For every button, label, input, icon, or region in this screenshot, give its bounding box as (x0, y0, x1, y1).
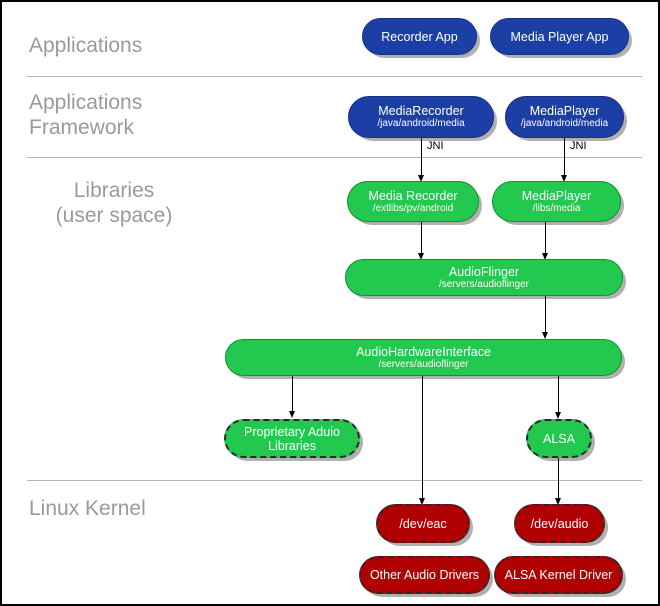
node-mediaplayer-lib-path: /libs/media (532, 202, 581, 214)
node-dev-eac-title: /dev/eac (399, 516, 447, 531)
node-media-recorder-lib-title: Media Recorder (368, 188, 458, 203)
node-other-audio-drivers-title: Other Audio Drivers (369, 568, 480, 582)
node-alsa-kernel-driver-title: ALSA Kernel Driver (504, 568, 613, 582)
edge-line-audioflinger-to-ahi (545, 296, 546, 334)
divider-libraries (27, 480, 642, 481)
edge-arrow-mediarecorder-jni (418, 175, 424, 182)
divider-applications (27, 76, 642, 77)
node-other-audio-drivers[interactable]: Other Audio Drivers (359, 556, 490, 594)
node-alsa-kernel-driver[interactable]: ALSA Kernel Driver (494, 556, 623, 594)
node-mediaplayer-framework[interactable]: MediaPlayer /java/android/media (505, 96, 624, 138)
node-media-player-app-title: Media Player App (510, 29, 609, 44)
node-dev-audio-title: /dev/audio (530, 516, 589, 531)
node-alsa-title: ALSA (543, 431, 575, 446)
node-recorder-app[interactable]: Recorder App (362, 18, 477, 55)
node-proprietary-audio-libs-title: Proprietary Aduio Libraries (244, 424, 340, 453)
edge-line-alsa-to-dev-audio (558, 458, 559, 500)
layer-label-applications: Applications (29, 34, 143, 57)
node-proprietary-audio-libs[interactable]: Proprietary Aduio Libraries (224, 419, 360, 458)
edge-line-media-recorder-lib-to-audioflinger (421, 222, 422, 255)
node-audioflinger-title: AudioFlinger (448, 264, 520, 279)
node-audioflinger[interactable]: AudioFlinger /servers/audioflinger (345, 259, 623, 296)
node-recorder-app-title: Recorder App (381, 29, 458, 44)
edge-arrow-ahi-to-dev-eac (419, 498, 425, 505)
node-alsa[interactable]: ALSA (526, 419, 592, 458)
edge-arrow-ahi-to-alsa (555, 412, 561, 419)
layer-label-libraries: Libraries (user space) (55, 179, 173, 227)
node-audiohardwareinterface-title: AudioHardwareInterface (356, 344, 491, 359)
layer-label-applications-framework: Applications Framework (29, 91, 143, 139)
edge-arrow-mediaplayer-jni (561, 175, 567, 182)
node-mediaplayer-framework-title: MediaPlayer (529, 104, 600, 119)
node-media-recorder-lib[interactable]: Media Recorder /extlibs/pv/android (347, 181, 479, 222)
node-audiohardwareinterface-path: /servers/audioflinger (378, 358, 469, 370)
edge-label-mediaplayer-jni: JNI (570, 140, 587, 152)
edge-line-mediaplayer-jni (564, 138, 565, 177)
node-mediaplayer-lib[interactable]: MediaPlayer /libs/media (492, 181, 621, 222)
node-mediarecorder-framework[interactable]: MediaRecorder /java/android/media (348, 96, 494, 138)
node-dev-audio[interactable]: /dev/audio (514, 504, 605, 543)
node-audioflinger-path: /servers/audioflinger (438, 278, 530, 290)
edge-line-mediarecorder-jni (421, 138, 422, 177)
edge-arrow-mediaplayer-lib-to-audioflinger (542, 253, 548, 260)
node-dev-eac[interactable]: /dev/eac (376, 504, 470, 543)
edge-line-ahi-to-proprietary (292, 376, 293, 413)
edge-line-ahi-to-dev-eac (422, 376, 423, 500)
node-media-recorder-lib-path: /extlibs/pv/android (372, 202, 454, 214)
edge-line-ahi-to-alsa (558, 376, 559, 414)
edge-label-mediarecorder-jni: JNI (427, 140, 444, 152)
edge-arrow-alsa-to-dev-audio (555, 498, 561, 505)
node-audiohardwareinterface[interactable]: AudioHardwareInterface /servers/audiofli… (225, 339, 622, 376)
node-mediaplayer-lib-title: MediaPlayer (521, 188, 592, 203)
divider-applications-framework (27, 157, 642, 158)
edge-arrow-ahi-to-proprietary (289, 411, 295, 418)
node-media-player-app[interactable]: Media Player App (490, 18, 629, 55)
edge-line-mediaplayer-lib-to-audioflinger (545, 222, 546, 255)
edge-arrow-audioflinger-to-ahi (542, 332, 548, 339)
edge-arrow-media-recorder-lib-to-audioflinger (418, 253, 424, 260)
node-mediarecorder-framework-path: /java/android/media (377, 118, 465, 130)
layer-label-linux-kernel: Linux Kernel (29, 497, 146, 520)
node-mediarecorder-framework-title: MediaRecorder (378, 104, 464, 119)
node-mediaplayer-framework-path: /java/android/media (520, 118, 609, 130)
